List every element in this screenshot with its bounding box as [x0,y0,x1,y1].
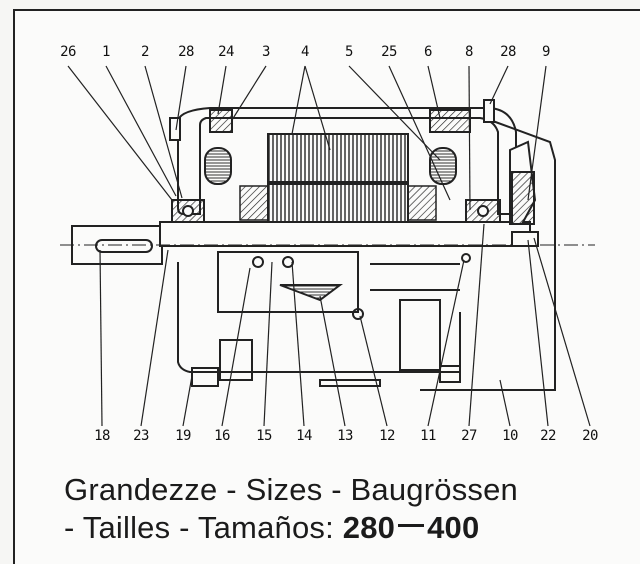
callout-label: 26 [60,44,76,60]
callout-label: 16 [214,428,230,444]
callout-label: 1 [102,44,110,60]
callout-label: 13 [337,428,353,444]
caption-line-2: - Tailles - Tamaños: 280 400 [64,510,479,546]
terminal-box [217,251,471,320]
callout-label: 3 [262,44,270,60]
callout-label: 20 [582,428,598,444]
stator-pack [267,133,409,183]
caption-line-1: Grandezze - Sizes - Baugrössen [64,472,518,507]
callout-label: 24 [218,44,234,60]
callout-label: 22 [540,428,556,444]
leader-lines-top [67,65,547,211]
size-range-start: 280 [342,510,396,545]
caption-prefix: - Tailles - Tamaños: [64,510,334,545]
rotor-pack [267,183,409,223]
leader-lines-bottom [99,223,591,427]
callout-label: 6 [424,44,432,60]
callout-label: 14 [296,428,312,444]
size-range-end: 400 [427,510,480,545]
callout-label: 23 [133,428,149,444]
cooling-fan [509,140,539,247]
callout-label: 9 [542,44,550,60]
callout-label: 25 [381,44,397,60]
callout-label: 11 [420,428,436,444]
callout-label: 5 [345,44,353,60]
rotor-ring-left [239,185,269,221]
callout-label: 15 [256,428,272,444]
callout-label: 12 [379,428,395,444]
callout-label: 10 [502,428,518,444]
rotor-ring-right [407,185,437,221]
callout-label: 8 [465,44,473,60]
range-dash [398,524,425,528]
callout-label: 19 [175,428,191,444]
callout-label: 28 [178,44,194,60]
callout-label: 28 [500,44,516,60]
callout-label: 27 [461,428,477,444]
callout-label: 18 [94,428,110,444]
callout-label: 4 [301,44,309,60]
bearings [171,199,501,223]
callout-label: 2 [141,44,149,60]
top-bolts [169,99,495,141]
